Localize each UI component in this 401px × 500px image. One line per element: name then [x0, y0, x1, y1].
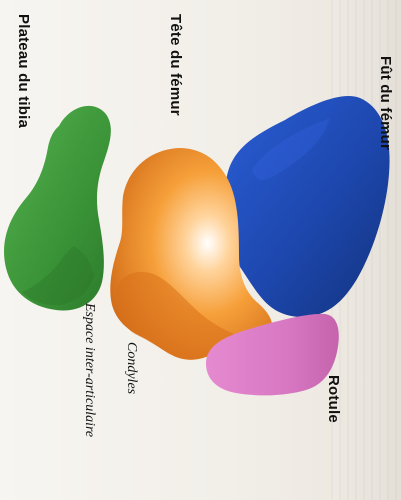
label-espace-inter-articulaire: Espace inter-articulaire [81, 303, 97, 437]
label-plateau-du-tibia: Plateau du tibia [15, 14, 32, 128]
label-tete-du-femur: Tête du fémur [167, 14, 184, 116]
label-rotule: Rotule [325, 375, 342, 423]
label-fut-du-femur: Fût du fémur [377, 56, 394, 150]
label-condyles: Condyles [123, 342, 139, 394]
